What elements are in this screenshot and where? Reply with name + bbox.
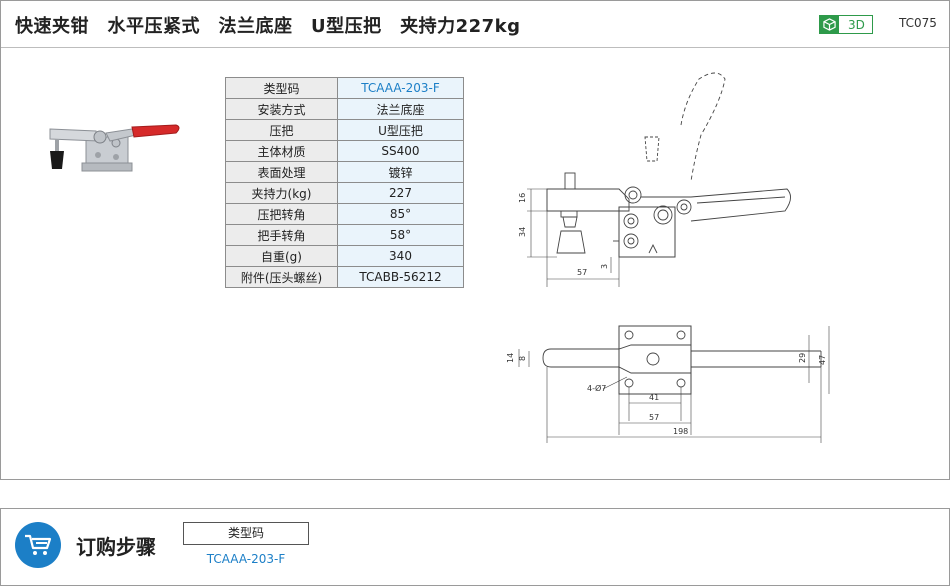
spec-key: 表面处理	[225, 161, 338, 183]
table-row: 自重(g)340	[225, 245, 464, 267]
dim-3: 3	[600, 264, 609, 269]
spec-key: 压把转角	[225, 203, 338, 225]
order-type-value[interactable]: TCAAA-203-F	[206, 552, 286, 566]
spec-key: 附件(压头螺丝)	[225, 266, 338, 288]
dim-47: 47	[818, 355, 827, 365]
order-title: 订购步骤	[76, 535, 156, 559]
spec-key: 压把	[225, 119, 338, 141]
dim-14: 14	[506, 353, 515, 363]
spec-value: SS400	[337, 140, 464, 162]
table-row: 安装方式法兰底座	[225, 98, 464, 120]
dim-41: 41	[649, 393, 659, 402]
spec-value: 镀锌	[337, 161, 464, 183]
spec-key: 类型码	[225, 77, 338, 99]
order-type-label: 类型码	[183, 522, 309, 545]
dim-57-side: 57	[577, 268, 587, 277]
spec-value: 法兰底座	[337, 98, 464, 120]
spec-value: TCABB-56212	[337, 266, 464, 288]
dim-hole: 4-Ø7	[587, 383, 606, 393]
page-title: 快速夹钳 水平压紧式 法兰底座 U型压把 夹持力227kg	[15, 16, 521, 37]
spec-key: 主体材质	[225, 140, 338, 162]
product-photo	[49, 124, 180, 172]
spec-value: 58°	[337, 224, 464, 246]
spec-value: 340	[337, 245, 464, 267]
spec-key: 把手转角	[225, 224, 338, 246]
order-panel: 订购步骤 类型码 TCAAA-203-F	[0, 508, 950, 586]
spec-key: 安装方式	[225, 98, 338, 120]
dim-8: 8	[518, 356, 527, 361]
spec-value: 85°	[337, 203, 464, 225]
raised-handle-outline	[680, 72, 726, 182]
title-bar: 快速夹钳 水平压紧式 法兰底座 U型压把 夹持力227kg 3D TC075	[1, 1, 949, 48]
table-row: 附件(压头螺丝)TCABB-56212	[225, 266, 464, 288]
cube-icon	[820, 16, 839, 33]
raised-handle-stub	[644, 136, 660, 162]
spec-value: U型压把	[337, 119, 464, 141]
spec-key: 夹持力(kg)	[225, 182, 338, 204]
spec-value[interactable]: TCAAA-203-F	[337, 77, 464, 99]
table-row: 夹持力(kg)227	[225, 182, 464, 204]
table-row: 表面处理镀锌	[225, 161, 464, 183]
spec-key: 自重(g)	[225, 245, 338, 267]
product-panel: 快速夹钳 水平压紧式 法兰底座 U型压把 夹持力227kg 3D TC075 类…	[0, 0, 950, 480]
3d-model-button[interactable]: 3D	[819, 15, 873, 34]
clamp-body	[618, 206, 676, 258]
spec-value: 227	[337, 182, 464, 204]
product-code: TC075	[899, 16, 937, 30]
base-plate	[618, 325, 692, 395]
dim-29: 29	[798, 353, 807, 363]
cart-icon	[15, 522, 61, 568]
3d-label: 3D	[848, 17, 865, 32]
dim-57-top: 57	[649, 413, 659, 422]
dim-34: 34	[518, 227, 527, 237]
dim-16: 16	[518, 193, 527, 203]
dim-198: 198	[673, 427, 688, 436]
technical-drawing: 16 34 57 3 14 8 29 47 4-Ø7 41 57 198	[506, 72, 830, 443]
